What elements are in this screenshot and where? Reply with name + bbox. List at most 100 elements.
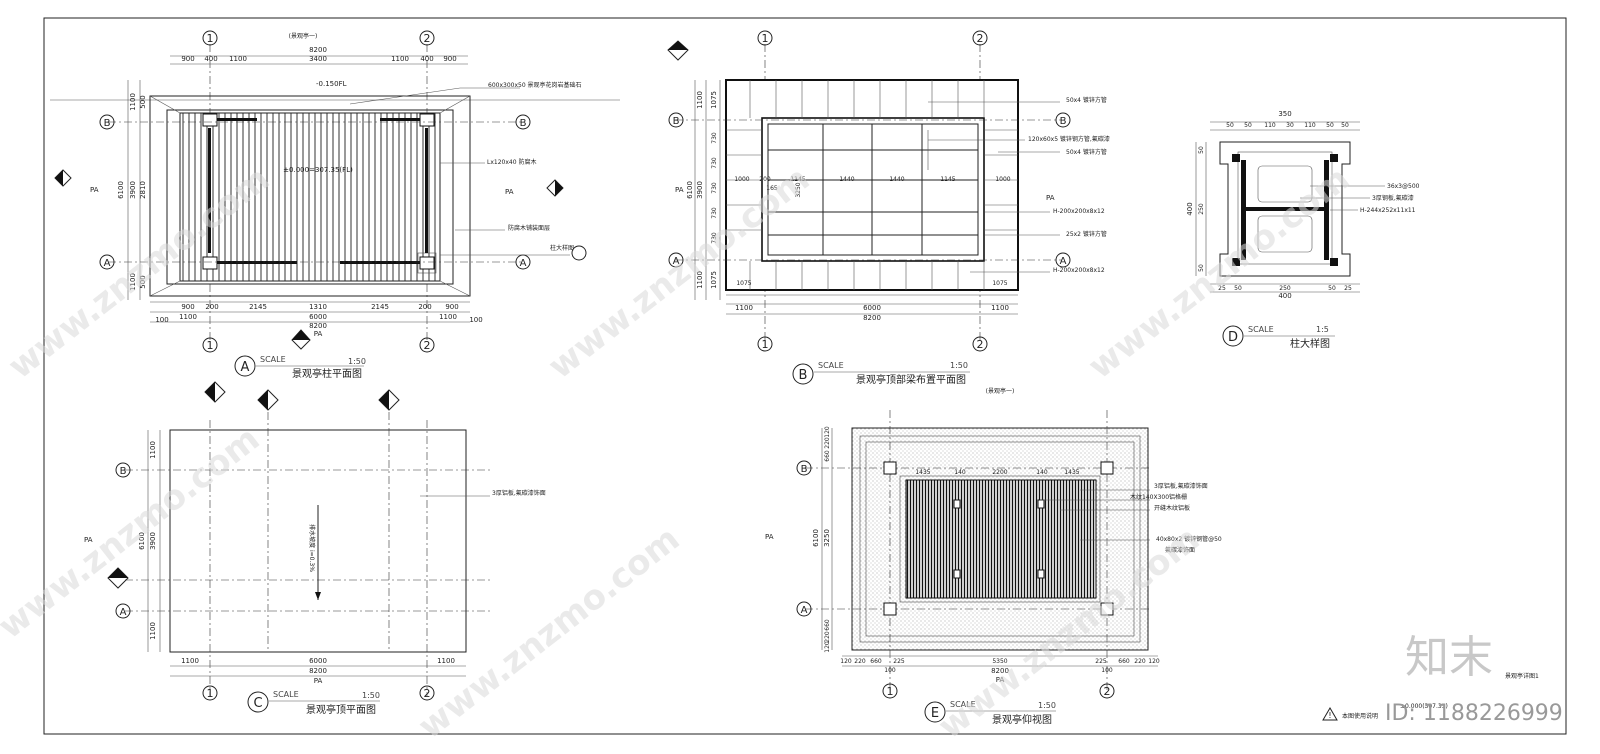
plan-a-note-3: 防腐木铺装面层 (508, 224, 550, 232)
plan-b-pa-right: PA (1046, 194, 1055, 202)
plan-e-note-5: 氟碳漆饰面 (1165, 546, 1195, 554)
plan-e-bottom-dim: 660 (1118, 658, 1130, 665)
plan-e-bottom-dim: 660 (870, 658, 882, 665)
plan-c-pa-bottom: PA (314, 677, 323, 685)
plan-e-axis-a: A (801, 605, 808, 616)
plan-d-bottom-total: 400 (1278, 292, 1291, 300)
plan-d-note-2: 3厚钢板,氟碳漆 (1372, 194, 1414, 202)
plan-e-bottom-dim: 5350 (992, 658, 1007, 665)
plan-e-axis-2: 2 (1104, 685, 1111, 698)
plan-e-note-3: 开缝木纹铝板 (1154, 504, 1190, 512)
plan-b-pa-left: PA (675, 186, 684, 194)
plan-e-note-4: 40x80x2 镀锌钢管@50 (1156, 535, 1222, 543)
plan-a-left-dim: 3900 (129, 181, 137, 199)
plan-a-overall-top: 8200 (309, 46, 327, 54)
plan-d-left-dim: 50 (1198, 146, 1205, 154)
svg-text:!: ! (1328, 711, 1331, 720)
plan-b-axis-1-bottom: 1 (762, 338, 769, 351)
watermark-logo: 知末 (1405, 632, 1493, 683)
plan-e-inner-dim: 140 (954, 469, 966, 476)
plan-a-left-dim: 1100 (129, 93, 137, 111)
plan-b-inner-dim: 1000 (734, 176, 749, 183)
plan-b-note-6: H-200x200x8x12 (1053, 267, 1105, 274)
plan-d-scale-word: SCALE (1248, 325, 1274, 334)
plan-a-axis-1-bubble-bottom (202, 337, 218, 353)
plan-e-bottom-dim: 120 (1148, 658, 1160, 665)
plan-b-left-dim: 1075 (710, 271, 718, 289)
plan-e-scale-word: SCALE (950, 700, 976, 709)
plan-e-edge-right: 100 (1101, 667, 1113, 674)
plan-a-dim: 900 (443, 55, 456, 63)
plan-a-dim: 1100 (391, 55, 409, 63)
plan-a-edge-left: 100 (155, 316, 168, 324)
plan-b-left-dim: 730 (711, 182, 718, 194)
plan-a-bottom-dim: 2145 (249, 303, 267, 311)
plan-a-scale: 1:50 (348, 357, 366, 366)
plan-d-column-detail: 350 50 50 110 30 110 50 50 400 250 50 50… (1186, 110, 1420, 350)
watermark-id: ID: 1188226999 (1385, 701, 1563, 726)
plan-d-left-dim: 50 (1198, 264, 1205, 272)
watermark-text: www.znzmo.com (0, 419, 267, 647)
plan-a-left-dim: 2810 (139, 181, 147, 199)
plan-a-decking (179, 112, 441, 282)
plan-a-left-dim: 1100 (129, 273, 137, 291)
plan-a-note-1: 600x300x50 景观亭花岗岩基础石 (488, 81, 582, 89)
plan-e-grille (905, 479, 1097, 599)
plan-b-inner-dim: 1440 (839, 176, 854, 183)
plan-a-foundation (149, 95, 471, 297)
plan-e-left-dim: 3250 (823, 529, 831, 547)
plan-d-top-dim: 30 (1286, 122, 1294, 129)
plan-a-axis-1-bottom: 1 (207, 339, 214, 352)
plan-a-left-dim: 6100 (117, 181, 125, 199)
plan-a-bottom-dim: 6000 (309, 313, 327, 321)
footer: ! 本图使用说明 ±0.000(307.35) 景观亭详图1 (1322, 672, 1539, 721)
plan-e-note-2: 木纹140X300铝格栅 (1130, 493, 1187, 501)
plan-e-scale: 1:50 (1038, 701, 1056, 710)
plan-d-left-dim: 250 (1198, 203, 1205, 215)
plan-b-left-dim: 6100 (686, 181, 694, 199)
plan-e-axis-b: B (801, 464, 808, 475)
plan-e-bottom-dim: 225 (1095, 658, 1107, 665)
plan-d-column-section (1219, 141, 1351, 277)
plan-e-pa-left: PA (765, 533, 774, 541)
plan-a-bottom-dim: 1310 (309, 303, 327, 311)
plan-a-bottom-dim: 1100 (439, 313, 457, 321)
plan-e-bottom-dim: 225 (893, 658, 905, 665)
plan-e-edge-left: 100 (884, 667, 896, 674)
plan-a-pa-bottom: PA (314, 330, 323, 338)
plan-e-letter: E (931, 706, 939, 721)
plan-c-bottom-dim: 1100 (181, 657, 199, 665)
plan-d-bottom-dim: 25 (1344, 285, 1352, 292)
plan-c-left-dim: 1100 (149, 441, 157, 459)
plan-b-inner-dim: 1000 (995, 176, 1010, 183)
plan-a-dim: 400 (420, 55, 433, 63)
plan-c-axis-b: B (120, 466, 127, 477)
plan-e-left-dim: 120 (824, 641, 831, 653)
plan-c-section-markers (107, 381, 400, 589)
plan-b-beam-layout: 1 2 1 2 B B A A 1000 200 1145 1440 1440 (667, 30, 1110, 386)
plan-d-note-3: H-244x252x11x11 (1360, 207, 1416, 214)
plan-b-purlins (726, 80, 1018, 290)
plan-d-letter: D (1228, 330, 1238, 345)
plan-c-roof (169, 429, 467, 653)
plan-e-axis-1: 1 (887, 685, 894, 698)
plan-a-pa-right: PA (505, 188, 514, 196)
plan-d-top-dim: 110 (1264, 122, 1276, 129)
plan-e-left-dim: 120 (824, 426, 831, 438)
plan-e-top-label: (景观亭一) (986, 387, 1015, 395)
plan-a-pa-left: PA (90, 186, 99, 194)
plan-a-axis-1-top: 1 (207, 32, 214, 45)
plan-a-title: 景观亭柱平面图 (292, 367, 362, 380)
plan-e-bottom-dim: 220 (1134, 658, 1146, 665)
plan-d-top-dim: 50 (1244, 122, 1252, 129)
plan-a-left-dim: 500 (139, 275, 147, 288)
plan-d-note-1: 36x3@500 (1387, 183, 1420, 190)
plan-a-dim: 400 (204, 55, 217, 63)
plan-a-letter: A (241, 360, 250, 375)
plan-b-axis-a-right: A (1060, 256, 1067, 267)
plan-b-scale: 1:50 (950, 361, 968, 370)
plan-d-top-dim: 50 (1326, 122, 1334, 129)
plan-a-axis-a-left: A (104, 258, 111, 269)
plan-b-left-dim: 1100 (696, 91, 704, 109)
plan-a-bottom-dim: 200 (205, 303, 218, 311)
